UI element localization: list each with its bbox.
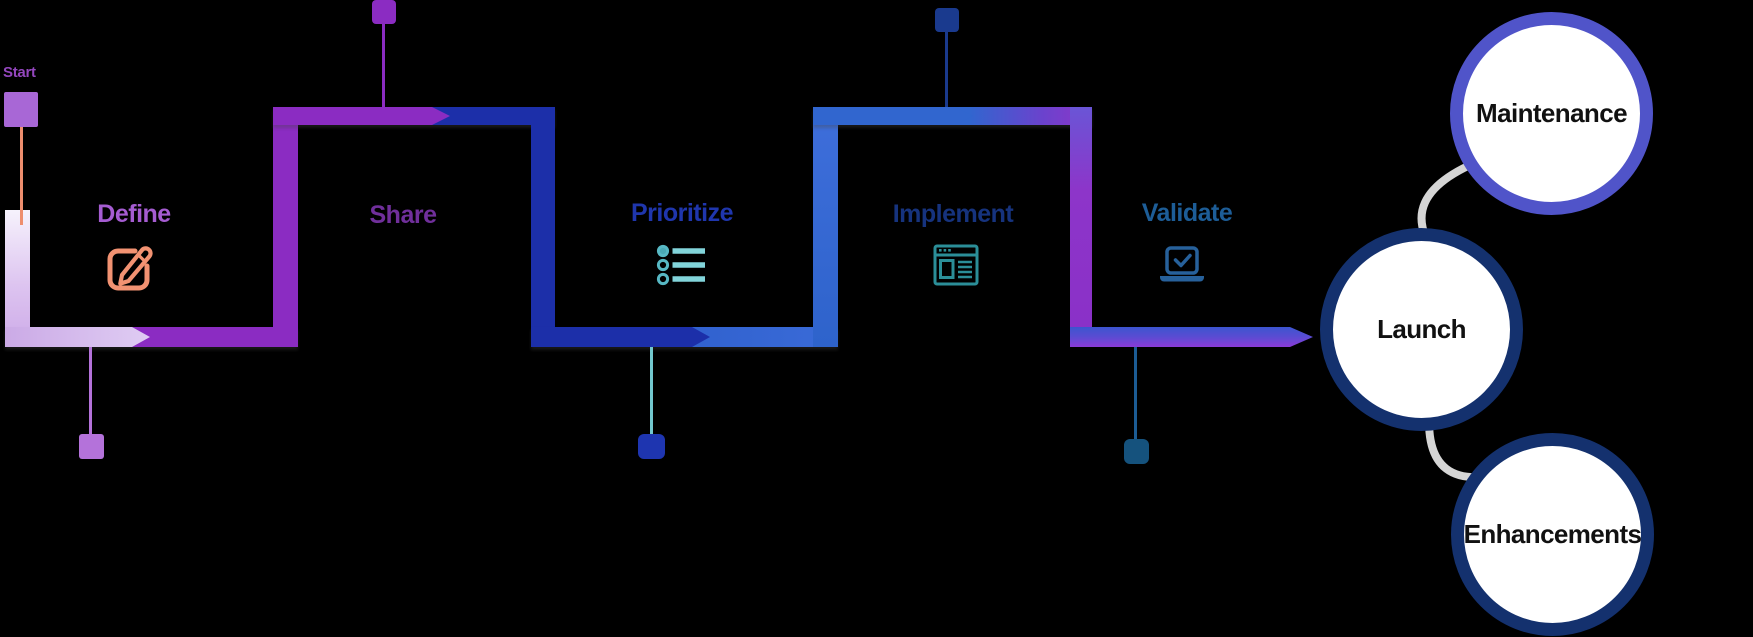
path-drop-validate: [1070, 107, 1092, 347]
path-start-drop: [5, 210, 30, 347]
milestone-square-validate: [1124, 439, 1149, 464]
path-riser-share: [273, 107, 298, 347]
milestone-square-implement: [935, 8, 959, 32]
start-connector-line: [20, 127, 23, 225]
stage-label-share: Share: [369, 201, 437, 229]
stage-label-implement: Implement: [892, 200, 1014, 228]
path-chevron-1: [5, 327, 150, 347]
start-label: Start: [3, 64, 36, 81]
milestone-stem-validate: [1134, 347, 1137, 439]
milestone-square-define: [79, 434, 104, 459]
path-drop-prioritize: [531, 107, 555, 347]
milestone-stem-define: [89, 347, 92, 434]
path-riser-implement: [813, 107, 838, 347]
path-bar-define: [5, 327, 298, 347]
milestone-square-share: [372, 0, 396, 24]
milestone-square-prioritize: [638, 434, 665, 459]
list-icon: [656, 244, 705, 286]
node-launch: Launch: [1320, 228, 1523, 431]
laptop-icon: [1160, 246, 1204, 282]
node-enhancements: Enhancements: [1451, 433, 1654, 636]
path-chevron-3: [531, 327, 710, 347]
path-bar-implement: [813, 107, 1092, 125]
stage-label-prioritize: Prioritize: [631, 199, 733, 227]
path-bar-share: [273, 107, 555, 125]
browser-icon: [933, 244, 979, 286]
milestone-stem-share: [382, 23, 385, 107]
path-bar-prioritize: [531, 327, 838, 347]
path-chevron-4: [813, 107, 973, 125]
node-label-maintenance: Maintenance: [1476, 98, 1627, 128]
stage-label-validate: Validate: [1141, 199, 1233, 227]
milestone-stem-prioritize: [650, 347, 653, 434]
start-marker-square: [4, 92, 38, 127]
path-bar-validate-end-arrow: [1070, 327, 1313, 347]
node-maintenance: Maintenance: [1450, 12, 1653, 215]
path-chevron-2: [273, 107, 450, 125]
node-label-enhancements: Enhancements: [1463, 519, 1642, 549]
node-label-launch: Launch: [1377, 314, 1466, 344]
milestone-stem-implement: [945, 32, 948, 107]
stage-label-define: Define: [97, 200, 171, 228]
edit-icon: [107, 246, 153, 291]
